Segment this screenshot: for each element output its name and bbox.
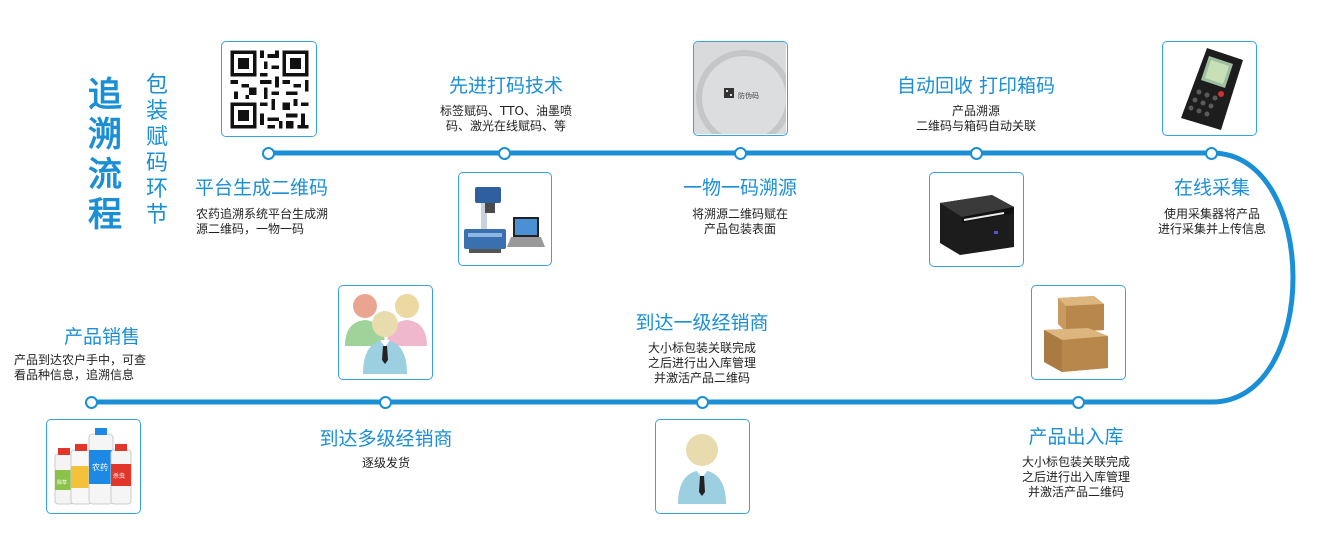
bottle-label-2: 杀虫: [113, 472, 125, 480]
laser-marking-machine-icon: [464, 187, 545, 253]
flow-node-1: [262, 147, 275, 160]
step-desc-platform: 农药追溯系统平台生成溯 源二维码，一物一码: [196, 207, 329, 236]
boxes-card: [1031, 285, 1126, 380]
qr-code-icon: [223, 43, 316, 136]
dealer-card: [655, 419, 750, 514]
bottle-label-1: 农药: [92, 462, 108, 472]
scanner-card: [1162, 41, 1257, 136]
step-title-warehouse: 产品出入库: [1028, 426, 1124, 448]
step-desc-warehouse: 大小标包装关联完成 之后进行出入库管理 并激活产品二维码: [1021, 455, 1130, 499]
flow-node-6: [1072, 396, 1085, 409]
step-title-sales: 产品销售: [63, 326, 140, 348]
step-desc-recycle: 产品溯源 二维码与箱码自动关联: [915, 104, 1036, 133]
flow-node-8: [379, 396, 392, 409]
flow-node-9: [85, 396, 98, 409]
flow-node-4: [970, 147, 983, 160]
flow-node-2: [498, 147, 511, 160]
pesticide-bottles-icon: 农药 杀虫 除草: [54, 428, 132, 505]
qr-code-card: [221, 41, 317, 137]
bottle-cap-card: 防伪码: [693, 41, 788, 136]
step-desc-sales: 产品到达农户手中，可查 看品种信息，追溯信息: [14, 353, 147, 382]
dealer-group-icon: [345, 294, 427, 374]
step-title-multi-level: 到达多级经销商: [319, 428, 453, 450]
step-desc-level1: 大小标包装关联完成 之后进行出入库管理 并激活产品二维码: [647, 341, 756, 385]
thermal-printer-icon: [940, 195, 1014, 255]
flow-node-5: [1205, 147, 1218, 160]
printed-bottle-cap-icon: 防伪码: [694, 42, 786, 134]
cardboard-boxes-icon: [1044, 296, 1108, 372]
pesticide-card: 农药 杀虫 除草: [46, 419, 141, 514]
diagram-title: 追溯流程: [88, 75, 122, 235]
flow-node-7: [696, 396, 709, 409]
step-desc-collect: 使用采集器将产品 进行采集并上传信息: [1157, 207, 1266, 236]
barcode-scanner-icon: [1181, 48, 1243, 130]
cap-code-text: 防伪码: [738, 91, 759, 100]
dealer-group-card: [338, 285, 433, 380]
step-title-recycle: 自动回收 打印箱码: [896, 75, 1056, 97]
bottle-label-3: 除草: [57, 479, 67, 486]
step-title-platform: 平台生成二维码: [195, 177, 329, 199]
step-title-collect: 在线采集: [1173, 177, 1250, 199]
dealer-person-icon: [678, 434, 726, 504]
step-title-printing: 先进打码技术: [448, 75, 563, 97]
laser-machine-card: [458, 172, 552, 266]
flow-node-3: [734, 147, 747, 160]
step-title-one-code: 一物一码溯源: [682, 177, 797, 199]
step-title-level1: 到达一级经销商: [635, 312, 769, 334]
step-desc-one-code: 将溯源二维码赋在 产品包装表面: [691, 207, 788, 236]
printer-card: [929, 172, 1024, 267]
step-desc-multi-level: 逐级发货: [361, 456, 410, 470]
step-desc-printing: 标签赋码、TTO、油墨喷 码、激光在线赋码、等: [440, 104, 572, 133]
diagram-subtitle: 包装赋码环节: [145, 73, 168, 228]
